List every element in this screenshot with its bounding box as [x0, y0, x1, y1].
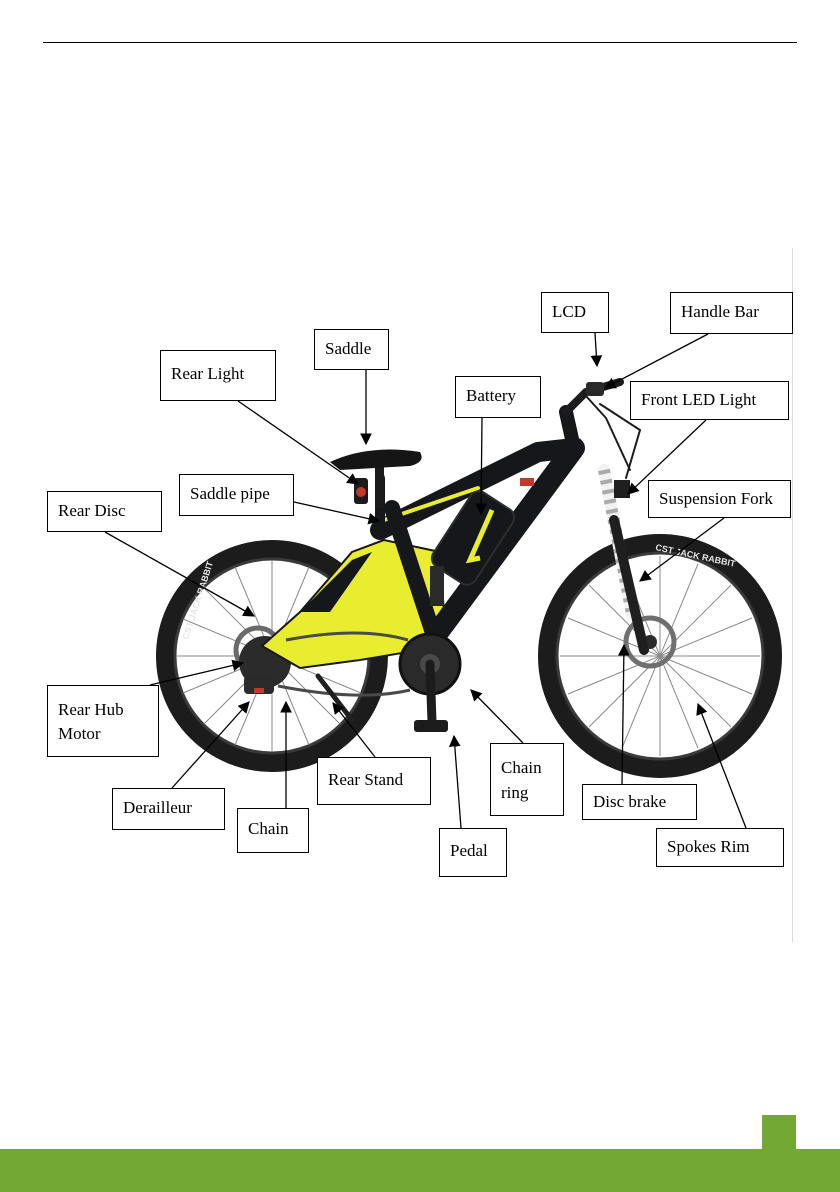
label-battery: Battery [455, 376, 541, 418]
arrow-handle-bar [605, 334, 708, 388]
label-chain-ring: Chain ring [490, 743, 564, 816]
label-saddle: Saddle [314, 329, 389, 370]
label-pedal: Pedal [439, 828, 507, 877]
arrow-rear-light [238, 401, 358, 484]
label-suspension-fork: Suspension Fork [648, 480, 791, 518]
label-rear-disc: Rear Disc [47, 491, 162, 532]
arrow-lcd [595, 333, 597, 366]
page-number-tab [762, 1115, 796, 1149]
arrow-saddle-pipe [294, 502, 379, 521]
derailleur-accent [254, 688, 264, 693]
label-front-led-light: Front LED Light [630, 381, 789, 420]
label-lcd: LCD [541, 292, 609, 333]
bike-illustration: CST JACK RABBIT CST JACK RABBIT [165, 382, 773, 769]
label-rear-stand: Rear Stand [317, 757, 431, 805]
label-spokes-rim: Spokes Rim [656, 828, 784, 867]
arrow-pedal [454, 736, 461, 828]
footer-bar [0, 1149, 840, 1192]
arrow-chain-ring [471, 690, 523, 743]
label-handle-bar: Handle Bar [670, 292, 793, 334]
label-chain: Chain [237, 808, 309, 853]
front-wheel: CST JACK RABBIT [547, 542, 773, 769]
label-saddle-pipe: Saddle pipe [179, 474, 294, 516]
label-rear-light: Rear Light [160, 350, 276, 401]
label-disc-brake: Disc brake [582, 784, 697, 820]
rear-shock [430, 566, 444, 606]
saddle-assembly [330, 450, 422, 508]
label-rear-hub-motor: Rear Hub Motor [47, 685, 159, 757]
label-derailleur: Derailleur [112, 788, 225, 830]
rear-light-lens [356, 487, 366, 497]
